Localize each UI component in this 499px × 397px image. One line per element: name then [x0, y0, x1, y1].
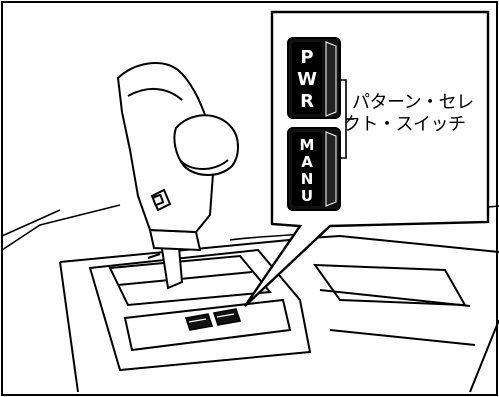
manu-letter-n: N — [301, 170, 314, 188]
manu-switch-side — [325, 131, 337, 207]
manu-switch-face — [292, 132, 322, 206]
pwr-switch-side — [325, 41, 337, 117]
pattern-select-switch-label-line-2: クト・スイッチ — [343, 114, 466, 135]
shift-lever — [116, 62, 239, 290]
pattern-select-switch-label-line-1: パターン・セレ — [352, 92, 474, 113]
manual-mode-switch: M A N U — [287, 127, 341, 211]
label-bracket — [338, 79, 354, 159]
power-mode-switch: P W R — [287, 37, 341, 119]
manu-letter-m: M — [300, 136, 315, 154]
pwr-letter-r: R — [300, 91, 314, 112]
pwr-letter-p: P — [300, 47, 313, 68]
console-switches — [184, 308, 242, 331]
manu-letter-a: A — [301, 153, 313, 171]
pwr-switch-face — [292, 42, 322, 114]
pwr-letter-w: W — [297, 69, 317, 90]
manu-letter-u: U — [301, 187, 313, 205]
